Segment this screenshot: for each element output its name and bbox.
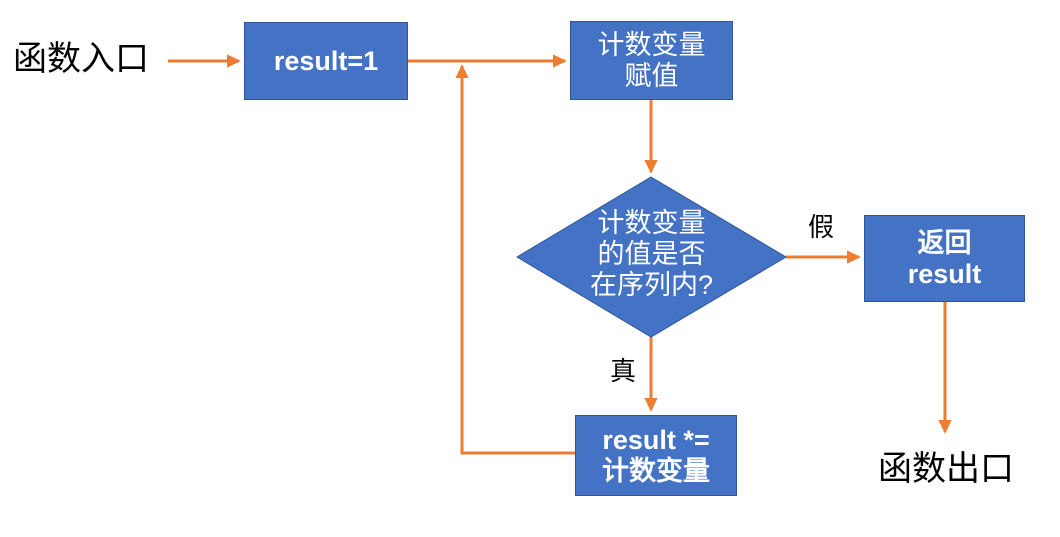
node-decision-label: 计数变量 的值是否 在序列内? (589, 208, 714, 300)
node-init-result[interactable]: result=1 (244, 22, 408, 100)
function-exit-label: 函数出口 (878, 450, 1014, 488)
edge-label-false: 假 (808, 212, 835, 242)
node-multiply-result[interactable]: result *= 计数变量 (575, 415, 737, 496)
node-assign-counter[interactable]: 计数变量 赋值 (570, 21, 733, 100)
function-entry-label: 函数入口 (13, 40, 149, 78)
node-return-result[interactable]: 返回 result (864, 215, 1025, 302)
edge-label-true: 真 (610, 356, 637, 386)
